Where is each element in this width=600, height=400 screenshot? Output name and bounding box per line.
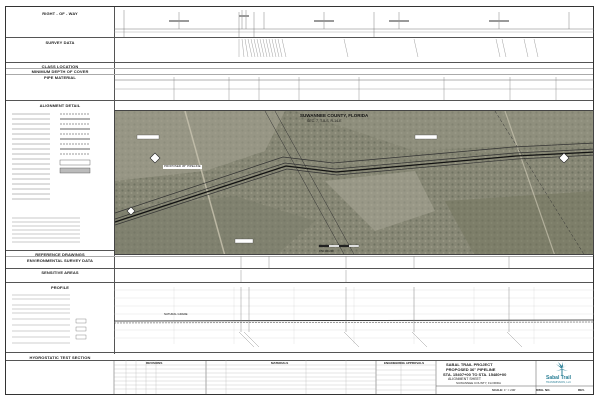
environmental-band	[240, 256, 510, 282]
county-label: SUWANNEE COUNTY, FLORIDA	[300, 113, 369, 118]
section-label: SEC. 7, T-8-S, R-14-E	[307, 119, 342, 123]
title-block-grid	[113, 360, 593, 394]
band-divider	[6, 74, 593, 75]
row-label-pipe-material: PIPE MATERIAL	[44, 75, 76, 80]
scale-value: 1" = 200'	[504, 388, 516, 392]
pipeline-label: PROPOSED 36" PIPELINE	[163, 164, 202, 169]
row-label-sensitive-areas: SENSITIVE AREAS	[41, 270, 79, 275]
band-divider	[6, 352, 593, 353]
approvals-header: ENGINEERING APPROVALS	[384, 361, 425, 365]
band-divider	[6, 268, 593, 269]
row-label-reference-drawings: REFERENCE DRAWINGS	[35, 252, 85, 257]
profile-legend	[12, 294, 87, 344]
band-divider	[6, 37, 593, 38]
sheet-type: ALIGNMENT SHEET	[448, 377, 481, 381]
survey-data-band	[238, 38, 539, 58]
band-divider	[6, 360, 593, 361]
rev-label: REV.	[578, 388, 585, 392]
row-label-profile: PROFILE	[50, 285, 70, 290]
location-text: SUWANNEE COUNTY, FLORIDA	[456, 381, 502, 385]
project-name: SABAL TRAIL PROJECT	[446, 362, 493, 367]
project-pipeline: PROPOSED 36" PIPELINE	[446, 367, 496, 372]
scale-label: SCALE:	[492, 388, 504, 392]
alignment-legend	[12, 113, 91, 243]
row-label-class-location: CLASS LOCATION	[41, 64, 79, 69]
row-label-hydrostatic: HYDROSTATIC TEST SECTION	[29, 355, 91, 360]
row-label-min-cover: MINIMUM DEPTH OF COVER	[31, 69, 89, 74]
revisions-header: REVISIONS	[146, 361, 163, 365]
aerial-photo: SUWANNEE COUNTY, FLORIDA SEC. 7, T-8-S, …	[114, 110, 594, 255]
title-block: REVISIONS MATERIALS ENGINEERING APPROVAL…	[6, 360, 593, 394]
band-divider	[6, 68, 593, 69]
band-divider	[6, 100, 593, 101]
row-label-alignment-detail: ALIGNMENT DETAIL	[39, 103, 81, 108]
band-divider	[6, 256, 593, 257]
row-label-survey-data: SURVEY DATA	[45, 40, 75, 45]
profile-grid	[114, 287, 594, 348]
band-divider	[6, 282, 593, 283]
right-of-way-band	[114, 10, 594, 37]
materials-header: MATERIALS	[271, 361, 289, 365]
scale-bar-text: 0 50 100 200	[319, 250, 334, 253]
row-label-right-of-way: RIGHT - OF - WAY	[42, 11, 78, 16]
dwg-no-label: DWG. NO.	[536, 388, 551, 392]
pipe-material-band	[114, 77, 594, 100]
logo-subtext: TRANSMISSION, LLC	[546, 381, 572, 384]
natural-grade-label: NATURAL GRADE	[164, 312, 188, 316]
row-label-environmental-survey: ENVIRONMENTAL SURVEY DATA	[26, 258, 94, 263]
sabal-trail-logo-icon	[556, 362, 568, 376]
alignment-sheet: RIGHT - OF - WAY SURVEY DATA CLASS LOCAT…	[5, 6, 594, 395]
aerial-map	[115, 111, 593, 254]
station-range: STA. 15407+00 TO STA. 15480+00	[443, 372, 507, 377]
logo-text: Sabal Trail	[546, 375, 572, 381]
band-divider	[6, 62, 593, 63]
